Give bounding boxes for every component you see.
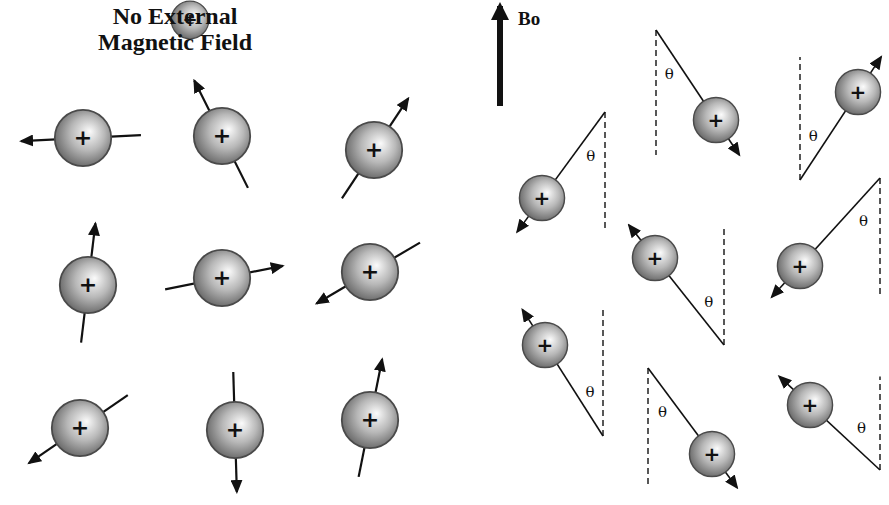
proton-sphere: + bbox=[340, 390, 400, 450]
charge-sign: + bbox=[518, 174, 566, 222]
spin-axis-arrow bbox=[656, 30, 739, 155]
spin-arrow bbox=[342, 98, 408, 198]
spin-axis-arrow bbox=[779, 376, 880, 470]
angle-label: θ bbox=[658, 404, 667, 419]
charge-sign: + bbox=[192, 248, 252, 308]
charge-sign: + bbox=[776, 242, 824, 290]
proton-sphere: + bbox=[50, 398, 110, 458]
charge-sign: + bbox=[688, 430, 736, 478]
proton-sphere: + bbox=[776, 242, 824, 290]
charge-sign: + bbox=[692, 96, 740, 144]
proton-sphere: + bbox=[192, 106, 252, 166]
proton-sphere: + bbox=[53, 108, 113, 168]
field-arrow bbox=[497, 6, 503, 106]
charge-sign: + bbox=[521, 321, 569, 369]
field-reference-line bbox=[723, 225, 724, 345]
spin-axis-arrow bbox=[648, 368, 737, 488]
field-reference-line bbox=[647, 368, 648, 488]
charge-sign: + bbox=[340, 390, 400, 450]
charge-sign: + bbox=[340, 242, 400, 302]
spin-axis-arrow bbox=[800, 57, 881, 180]
proton-sphere: + bbox=[58, 255, 118, 315]
angle-label: θ bbox=[859, 213, 868, 228]
charge-sign: + bbox=[205, 400, 265, 460]
proton-sphere: + bbox=[340, 242, 400, 302]
proton-sphere: + bbox=[631, 234, 679, 282]
spin-axis-arrow bbox=[517, 112, 605, 232]
proton-sphere: + bbox=[692, 96, 740, 144]
field-reference-line bbox=[879, 178, 880, 297]
charge-sign: + bbox=[58, 255, 118, 315]
spin-axis-arrow bbox=[629, 225, 724, 345]
proton-sphere: + bbox=[834, 68, 882, 116]
angle-label: θ bbox=[809, 128, 818, 143]
charge-sign: + bbox=[53, 108, 113, 168]
proton-sphere: + bbox=[688, 430, 736, 478]
field-reference-line bbox=[799, 57, 800, 180]
field-reference-line bbox=[655, 30, 656, 155]
charge-sign: + bbox=[50, 398, 110, 458]
spin-axis-arrow bbox=[522, 310, 603, 436]
field-reference-line bbox=[602, 310, 603, 436]
angle-label: θ bbox=[586, 148, 595, 163]
angle-label: θ bbox=[586, 384, 595, 399]
charge-sign: + bbox=[834, 68, 882, 116]
proton-sphere: + bbox=[344, 120, 404, 180]
proton-sphere: + bbox=[205, 400, 265, 460]
proton-sphere: + bbox=[786, 381, 834, 429]
field-label: Bo bbox=[518, 8, 540, 30]
angle-label: θ bbox=[665, 67, 674, 82]
spin-axis-arrow bbox=[772, 178, 880, 297]
charge-sign: + bbox=[344, 120, 404, 180]
panel-heading: No External Magnetic Field bbox=[82, 4, 268, 56]
proton-sphere: + bbox=[518, 174, 566, 222]
charge-sign: + bbox=[786, 381, 834, 429]
charge-sign: + bbox=[192, 106, 252, 166]
charge-sign: + bbox=[631, 234, 679, 282]
field-reference-line bbox=[879, 376, 880, 470]
angle-label: θ bbox=[857, 420, 866, 435]
angle-label: θ bbox=[704, 294, 713, 309]
proton-sphere: + bbox=[521, 321, 569, 369]
spin-arrow bbox=[29, 395, 128, 463]
field-reference-line bbox=[604, 112, 605, 232]
spin-arrow bbox=[317, 243, 420, 304]
proton-sphere: + bbox=[192, 248, 252, 308]
